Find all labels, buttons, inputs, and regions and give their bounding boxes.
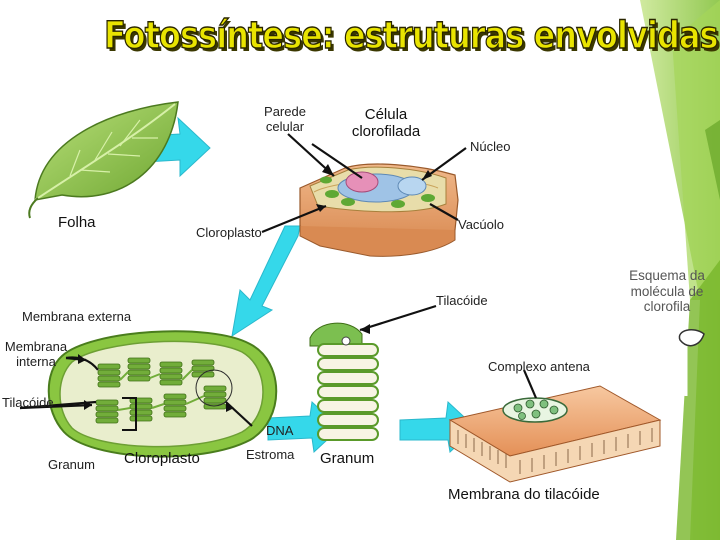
label-complexo-antena: Complexo antena: [488, 359, 590, 374]
label-estroma: Estroma: [246, 447, 295, 462]
label-dna: DNA: [266, 423, 294, 438]
label-vacuolo: Vacúolo: [458, 217, 505, 232]
pointer-tilacoide-left: [19, 400, 97, 410]
label-nucleo: Núcleo: [470, 139, 511, 154]
page-title: Fotossíntese: estruturas envolvidas: [103, 13, 719, 57]
label-cloroplasto-top: Cloroplasto: [196, 225, 262, 240]
chloroplast-icon: [47, 330, 278, 458]
plant-cell-icon: [299, 163, 459, 257]
label-tilacoide-top: Tilacóide: [436, 293, 488, 308]
label-tilacoide-left: Tilacóide: [2, 395, 54, 410]
label-membrana-interna: Membrana interna: [4, 339, 68, 369]
label-cloroplasto-bottom: Cloroplasto: [124, 450, 200, 467]
label-membrana-externa: Membrana externa: [22, 309, 132, 324]
leaf-icon: [28, 101, 179, 219]
chlorophyll-molecule-icon: [678, 328, 705, 396]
label-celula-clorofilada: Célula clorofilada: [351, 106, 421, 141]
label-granum-left: Granum: [48, 457, 95, 472]
pointer-arrowheads: [78, 164, 432, 412]
label-esquema-clorofila: Esquema da molécula de clorofila: [629, 268, 705, 315]
right-decoration: [640, 0, 720, 540]
pointer-membrana-interna: [65, 356, 99, 371]
label-folha: Folha: [58, 214, 96, 231]
arrow-cell-to-chloroplast: [231, 225, 301, 338]
granum-stacks: [95, 357, 227, 424]
membrane-icon: [448, 385, 662, 483]
label-membrana-tilacoide: Membrana do tilacóide: [448, 486, 600, 503]
label-parede-celular: Parede celular: [264, 104, 306, 134]
label-granum-center: Granum: [320, 450, 375, 467]
granum-icon: [309, 322, 379, 441]
